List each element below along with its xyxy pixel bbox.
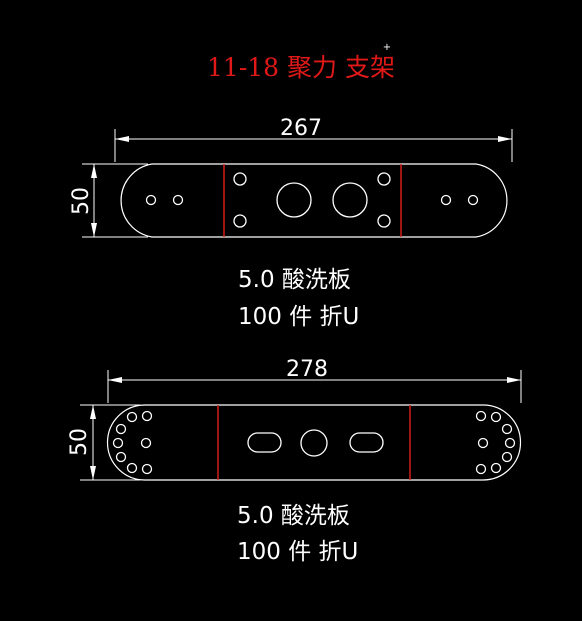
part-1-quantity-note: 100 件 折U xyxy=(238,304,359,330)
height-dimension-label: 50 xyxy=(69,187,94,215)
hole xyxy=(377,214,391,228)
hole xyxy=(141,410,153,422)
width-dimension-label: 267 xyxy=(280,116,322,141)
height-dimension-label: 50 xyxy=(67,428,92,456)
drawing-title: 11-18 聚力 支架 xyxy=(207,53,395,82)
hole xyxy=(115,451,127,463)
center-hole xyxy=(300,429,328,457)
hole xyxy=(490,411,502,423)
part-1: 267 50 5.0 酸洗板 100 件 折U xyxy=(69,116,513,330)
hole xyxy=(490,462,502,474)
hole xyxy=(477,437,489,449)
arrow-right xyxy=(507,377,521,383)
part-2-quantity-note: 100 件 折U xyxy=(237,539,358,565)
hole xyxy=(145,194,157,206)
arrow-bottom xyxy=(90,466,96,480)
width-dimension-label: 278 xyxy=(286,357,328,382)
arrow-left xyxy=(115,136,129,142)
center-hole xyxy=(332,182,368,218)
arrow-top xyxy=(90,405,96,419)
hole xyxy=(233,172,247,186)
hole xyxy=(440,194,452,206)
part-2-outline xyxy=(106,404,522,481)
hole xyxy=(377,172,391,186)
hole xyxy=(140,437,152,449)
hole xyxy=(126,411,138,423)
hole xyxy=(501,423,513,435)
part-2: 278 50 xyxy=(67,357,522,565)
hole xyxy=(112,437,124,449)
hole xyxy=(475,463,487,475)
arrow-left xyxy=(108,377,122,383)
part-2-height-dimension: 50 xyxy=(67,404,140,481)
marker-dot: + xyxy=(383,42,391,53)
part-1-height-dimension: 50 xyxy=(69,163,148,238)
hole xyxy=(467,194,479,206)
arrow-top xyxy=(91,164,97,178)
arrow-bottom xyxy=(91,223,97,237)
hole xyxy=(172,194,184,206)
part-2-width-dimension: 278 xyxy=(107,357,522,403)
center-hole xyxy=(276,182,312,218)
part-2-material-note: 5.0 酸洗板 xyxy=(237,503,350,529)
arrow-right xyxy=(498,136,512,142)
hole xyxy=(233,214,247,228)
part-1-material-note: 5.0 酸洗板 xyxy=(238,267,351,293)
hole xyxy=(115,423,127,435)
hole xyxy=(501,451,513,463)
slot-hole xyxy=(247,432,282,453)
hole xyxy=(141,463,153,475)
slot-hole xyxy=(349,432,384,453)
part-1-width-dimension: 267 xyxy=(114,116,513,162)
hole xyxy=(504,437,516,449)
hole xyxy=(126,462,138,474)
part-1-outline xyxy=(120,163,508,238)
hole xyxy=(475,410,487,422)
